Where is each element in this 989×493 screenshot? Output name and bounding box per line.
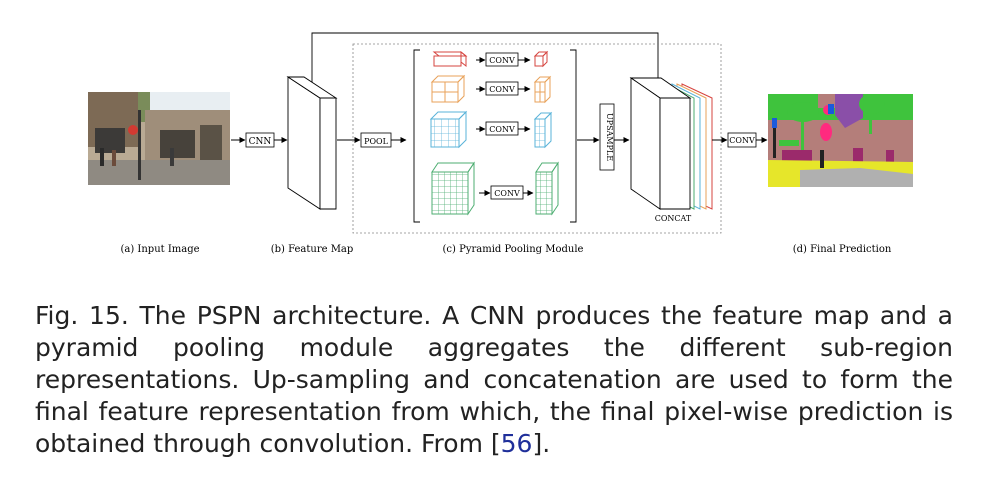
ppm-frame — [352, 43, 722, 234]
concat-block: CONCAT — [629, 77, 713, 223]
caption-text: Fig. 15. The PSPN architecture. A CNN pr… — [35, 301, 953, 458]
pool-box: POOL — [360, 132, 392, 148]
final-conv-box: CONV — [727, 132, 757, 148]
label-pyramid-pooling-module: (c) Pyramid Pooling Module — [443, 244, 584, 255]
skip-connection-arrow — [311, 32, 661, 85]
label-feature-map: (b) Feature Map — [271, 244, 354, 255]
upsample-box: UPSAMPLE — [599, 103, 615, 171]
right-bracket — [570, 49, 577, 223]
conv-label: CONV — [489, 56, 515, 65]
concat-label: CONCAT — [655, 214, 692, 223]
pyramid-level-3: CONV — [429, 110, 553, 149]
prediction-image — [768, 94, 913, 187]
conv-label: CONV — [494, 189, 520, 198]
input-image — [88, 92, 230, 185]
upsample-label: UPSAMPLE — [605, 113, 614, 161]
pspn-architecture-figure: CNN POOL CONV — [88, 32, 913, 255]
final-conv-label: CONV — [729, 136, 755, 145]
pyramid-level-1: CONV — [432, 50, 549, 68]
citation-link[interactable]: 56 — [500, 429, 533, 458]
cnn-box: CNN — [245, 132, 275, 148]
conv-label: CONV — [489, 125, 515, 134]
cnn-label: CNN — [249, 137, 272, 147]
figure-caption: Fig. 15. The PSPN architecture. A CNN pr… — [35, 300, 953, 460]
caption-end: ]. — [532, 429, 551, 458]
label-input-image: (a) Input Image — [120, 244, 199, 255]
conv-label: CONV — [489, 85, 515, 94]
label-final-prediction: (d) Final Prediction — [793, 244, 892, 255]
pyramid-level-2: CONV — [430, 74, 552, 104]
pyramid-level-4: CONV — [431, 161, 559, 216]
feature-map-block — [286, 76, 338, 210]
pool-label: POOL — [364, 137, 389, 146]
left-bracket — [413, 49, 420, 223]
